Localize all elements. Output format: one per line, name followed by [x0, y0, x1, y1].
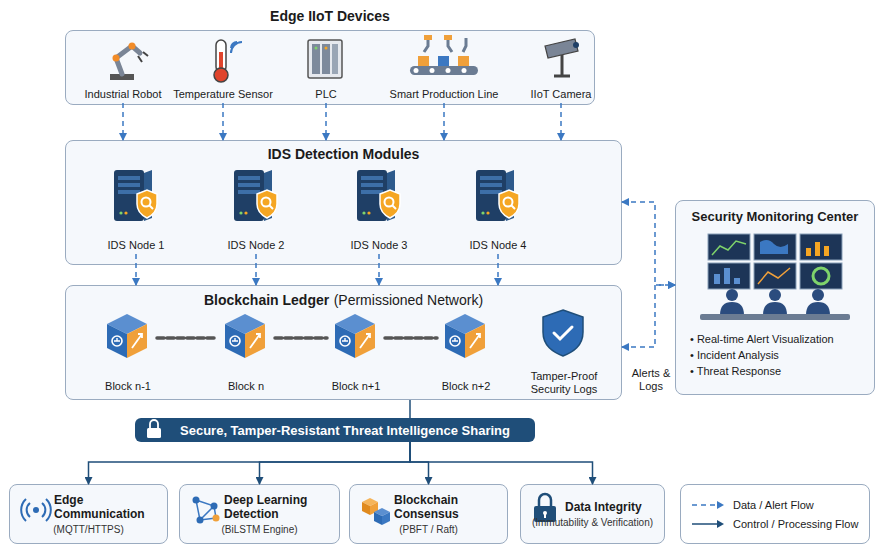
feature-box: Deep Learning Detection (BiLSTM Engine) — [179, 484, 340, 544]
flow-arrow — [497, 254, 499, 285]
band-title: IDS Detection Modules — [66, 146, 621, 163]
node-label: Block n+2 — [442, 380, 491, 393]
flow-arrow — [410, 442, 429, 484]
band-subtitle: (Permissioned Network) — [334, 292, 483, 308]
feature-box: Blockchain Consensus (PBFT / Raft) — [349, 484, 508, 544]
feature-title: Blockchain Consensus — [394, 493, 507, 521]
flow-arrow — [122, 103, 124, 140]
panel-title: Security Monitoring Center — [692, 209, 859, 225]
flow-arrow — [622, 285, 675, 347]
legend-row: Control / Processing Flow — [691, 518, 859, 530]
flow-arrow — [560, 103, 562, 140]
band-title: Edge IIoT Devices — [66, 8, 594, 25]
node-label: IIoT Camera — [531, 88, 592, 101]
feature-subtitle: (Immutability & Verification) — [532, 517, 653, 528]
sharing-banner: Secure, Tamper-Resistant Threat Intellig… — [135, 418, 535, 442]
node-label: Block n-1 — [105, 380, 151, 393]
feature-title: Data Integrity — [565, 500, 642, 514]
band-title: Blockchain Ledger — [204, 292, 329, 308]
flow-arrow — [135, 254, 137, 285]
feature-subtitle: (BiLSTM Engine) — [221, 524, 297, 535]
node-label: Block n — [228, 380, 264, 393]
edge-label: Alerts & Logs — [628, 366, 674, 394]
feature-title: Deep Learning Detection — [224, 493, 339, 521]
flow-arrow — [89, 442, 411, 484]
flow-arrow — [622, 202, 675, 285]
legend-sample — [691, 500, 725, 510]
node-label: Smart Production Line — [390, 88, 499, 101]
bullet-item: • Incident Analysis — [690, 347, 779, 363]
feature-title: Edge Communication — [54, 493, 167, 521]
node-label: Block n+1 — [332, 380, 381, 393]
feature-subtitle: (MQTT/HTTPS) — [53, 524, 124, 535]
flow-arrow — [410, 442, 593, 484]
legend-box: Data / Alert FlowControl / Processing Fl… — [680, 484, 870, 544]
flow-arrow — [378, 254, 380, 285]
feature-box: Edge Communication (MQTT/HTTPS) — [9, 484, 168, 544]
node-label: IDS Node 3 — [351, 239, 408, 252]
chain-link — [275, 336, 327, 340]
device-item: Industrial Robot — [80, 36, 166, 101]
feature-subtitle: (PBFT / Raft) — [399, 524, 458, 535]
flow-arrow — [222, 103, 224, 140]
node-label: IDS Node 2 — [228, 239, 285, 252]
node-label: IDS Node 1 — [108, 239, 165, 252]
flow-arrow — [409, 400, 411, 418]
legend-row: Data / Alert Flow — [691, 499, 859, 511]
bullet-item: • Threat Response — [690, 363, 781, 379]
node-label: Temperature Sensor — [173, 88, 273, 101]
flow-arrow — [260, 442, 411, 484]
bullet-item: • Real-time Alert Visualization — [690, 331, 834, 347]
legend-text: Control / Processing Flow — [733, 518, 858, 530]
node-label: PLC — [315, 88, 336, 101]
node-label: Tamper-Proof Security Logs — [512, 370, 616, 396]
node-label: IDS Node 4 — [470, 239, 527, 252]
flow-arrow — [325, 103, 327, 140]
legend-text: Data / Alert Flow — [733, 499, 814, 511]
chain-link — [385, 336, 437, 340]
flow-arrow — [255, 254, 257, 285]
flow-arrow — [443, 103, 445, 140]
legend-sample — [691, 519, 725, 529]
node-label: Industrial Robot — [84, 88, 161, 101]
chain-link — [157, 336, 217, 340]
banner-text: Secure, Tamper-Resistant Threat Intellig… — [180, 423, 510, 438]
